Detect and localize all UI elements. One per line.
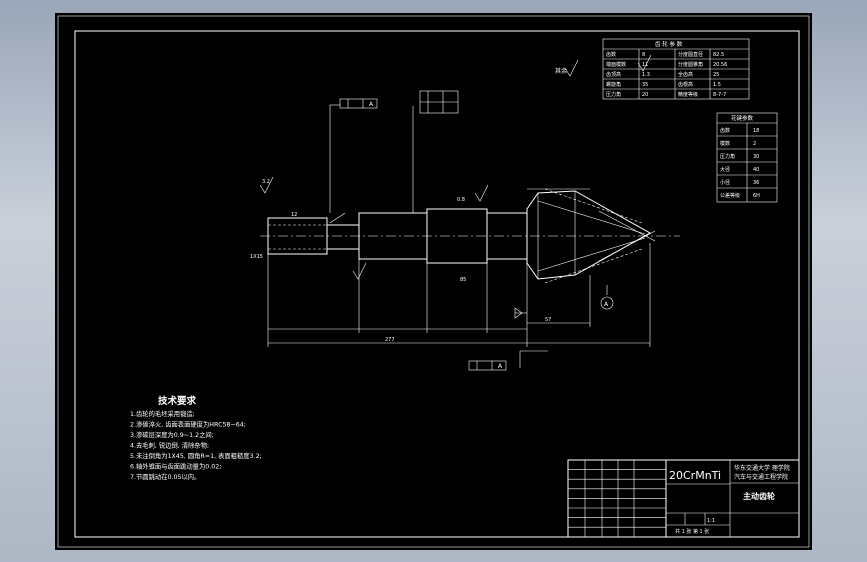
gear-table-cell: 11 — [642, 62, 648, 68]
gear-table-cell: 齿数 — [606, 51, 616, 58]
gear-table-cell: 25 — [713, 72, 719, 78]
note-item: 6.轴外锥面与齿面跳动量为0.02; — [130, 462, 221, 471]
gear-table-cell: 1.5 — [713, 82, 721, 88]
technical-notes: 技术要求 1.齿轮的毛坯采用锻造; 2.渗碳淬火, 齿面表面硬度为HRC58~64… — [130, 395, 262, 481]
gear-table-cell: 精度等级 — [678, 91, 698, 98]
shaft-profile — [267, 188, 656, 284]
school-line-1: 华东交通大学 理学院 — [734, 464, 790, 472]
spline-table-cell: 压力角 — [720, 153, 735, 160]
note-item: 2.渗碳淬火, 齿面表面硬度为HRC58~64; — [130, 420, 246, 429]
gear-table-cell: 压力角 — [606, 91, 621, 98]
gear-table-cell: 分度圆直径 — [678, 51, 703, 58]
spline-table-cell: 30 — [753, 154, 759, 160]
roughness-value-a: 3.2 — [262, 179, 270, 185]
spline-table-cell: 齿数 — [720, 127, 730, 134]
dim-right: 57 — [545, 317, 551, 323]
datum-arrow — [514, 307, 523, 319]
scale-cell: 1:1 — [707, 518, 715, 524]
spline-table-title: 花键参数 — [731, 114, 754, 122]
dimension-lines — [267, 188, 651, 347]
roughness-other-label: 其余 — [555, 67, 567, 75]
dim-segment: 85 — [460, 277, 466, 283]
gear-table-cell: 20.56 — [713, 62, 727, 68]
gear-table-cell: 8 — [642, 52, 645, 58]
datum-a-label-bottom: A — [498, 363, 503, 370]
spline-table-cell: 40 — [753, 167, 759, 173]
gear-table-cell: 螺旋角 — [606, 81, 621, 88]
spline-table-cell: 大径 — [720, 166, 730, 173]
material-label: 20CrMnTi — [669, 469, 721, 482]
cad-drawing: 其余 A A A 277 57 3.2 0.8 12 85 1X15 齿 轮 参… — [57, 15, 810, 548]
spline-table-cell: 小径 — [720, 179, 730, 186]
tolerance-frame-stacked — [419, 90, 459, 114]
datum-circle-a — [600, 296, 614, 310]
spline-table-cell: 6H — [753, 193, 760, 199]
spline-table-cell: 模数 — [720, 140, 730, 147]
gear-table-cell: 端面模数 — [606, 61, 626, 68]
spline-param-table: 花键参数 齿数 18 模数 2 压力角 30 大径 40 小径 36 公差等级 6H — [716, 112, 778, 203]
gear-table-cell: 20 — [642, 92, 648, 98]
gear-table-cell: 35 — [642, 82, 648, 88]
title-block: 20CrMnTi 华东交通大学 理学院 汽车与交通工程学院 主动齿轮 1:1 共… — [567, 459, 800, 538]
gear-table-cell: 1.3 — [642, 72, 650, 78]
note-item: 5.未注倒角为1X45, 圆角R=1, 表面粗糙度3.2; — [130, 451, 262, 460]
spline-table-cell: 36 — [753, 180, 759, 186]
tolerance-frame-top — [339, 98, 378, 109]
gear-table-cell: 齿顶高 — [606, 71, 621, 78]
gear-table-cell: 分度圆锥角 — [678, 61, 703, 68]
sheet-info: 共 1 张 第 1 张 — [675, 528, 709, 535]
part-name: 主动齿轮 — [743, 491, 775, 501]
spline-table-cell: 2 — [753, 141, 756, 147]
leaders — [329, 104, 614, 368]
note-item: 4.去毛刺, 锐边倒, 清除杂物; — [130, 441, 209, 450]
datum-circle-label: A — [604, 301, 609, 308]
outer-border — [57, 15, 810, 548]
gear-table-title: 齿 轮 参 数 — [655, 40, 683, 48]
roughness-symbols — [259, 54, 652, 280]
gear-table-cell: 全齿高 — [678, 71, 693, 78]
drawing-sheet: 其余 A A A 277 57 3.2 0.8 12 85 1X15 齿 轮 参… — [55, 13, 812, 550]
note-item: 1.齿轮的毛坯采用锻造; — [130, 409, 195, 418]
inner-border — [74, 30, 800, 538]
school-line-2: 汽车与交通工程学院 — [734, 473, 788, 481]
note-item: 3.渗碳层深度为0.9~1.2之间; — [130, 430, 214, 439]
spline-table-cell: 公差等级 — [720, 192, 740, 199]
gear-param-table: 齿 轮 参 数 齿数 8 分度圆直径 82.5 端面模数 11 分度圆锥角 20.56 齿顶高 1… — [602, 38, 750, 100]
dim-small: 12 — [291, 212, 297, 218]
note-item: 7.节圆跳动在0.05以内。 — [130, 472, 200, 481]
gear-table-cell: 82.5 — [713, 52, 724, 58]
chamfer-label: 1X15 — [250, 254, 263, 260]
notes-title: 技术要求 — [158, 395, 197, 407]
tolerance-frame-bottom — [468, 360, 507, 371]
roughness-value-b: 0.8 — [457, 197, 465, 203]
spline-table-cell: 18 — [753, 128, 759, 134]
dim-total: 277 — [385, 337, 395, 343]
gear-table-cell: 齿根高 — [678, 81, 693, 88]
datum-a-label: A — [369, 101, 374, 108]
gear-table-cell: 8-7-7 — [713, 92, 726, 98]
